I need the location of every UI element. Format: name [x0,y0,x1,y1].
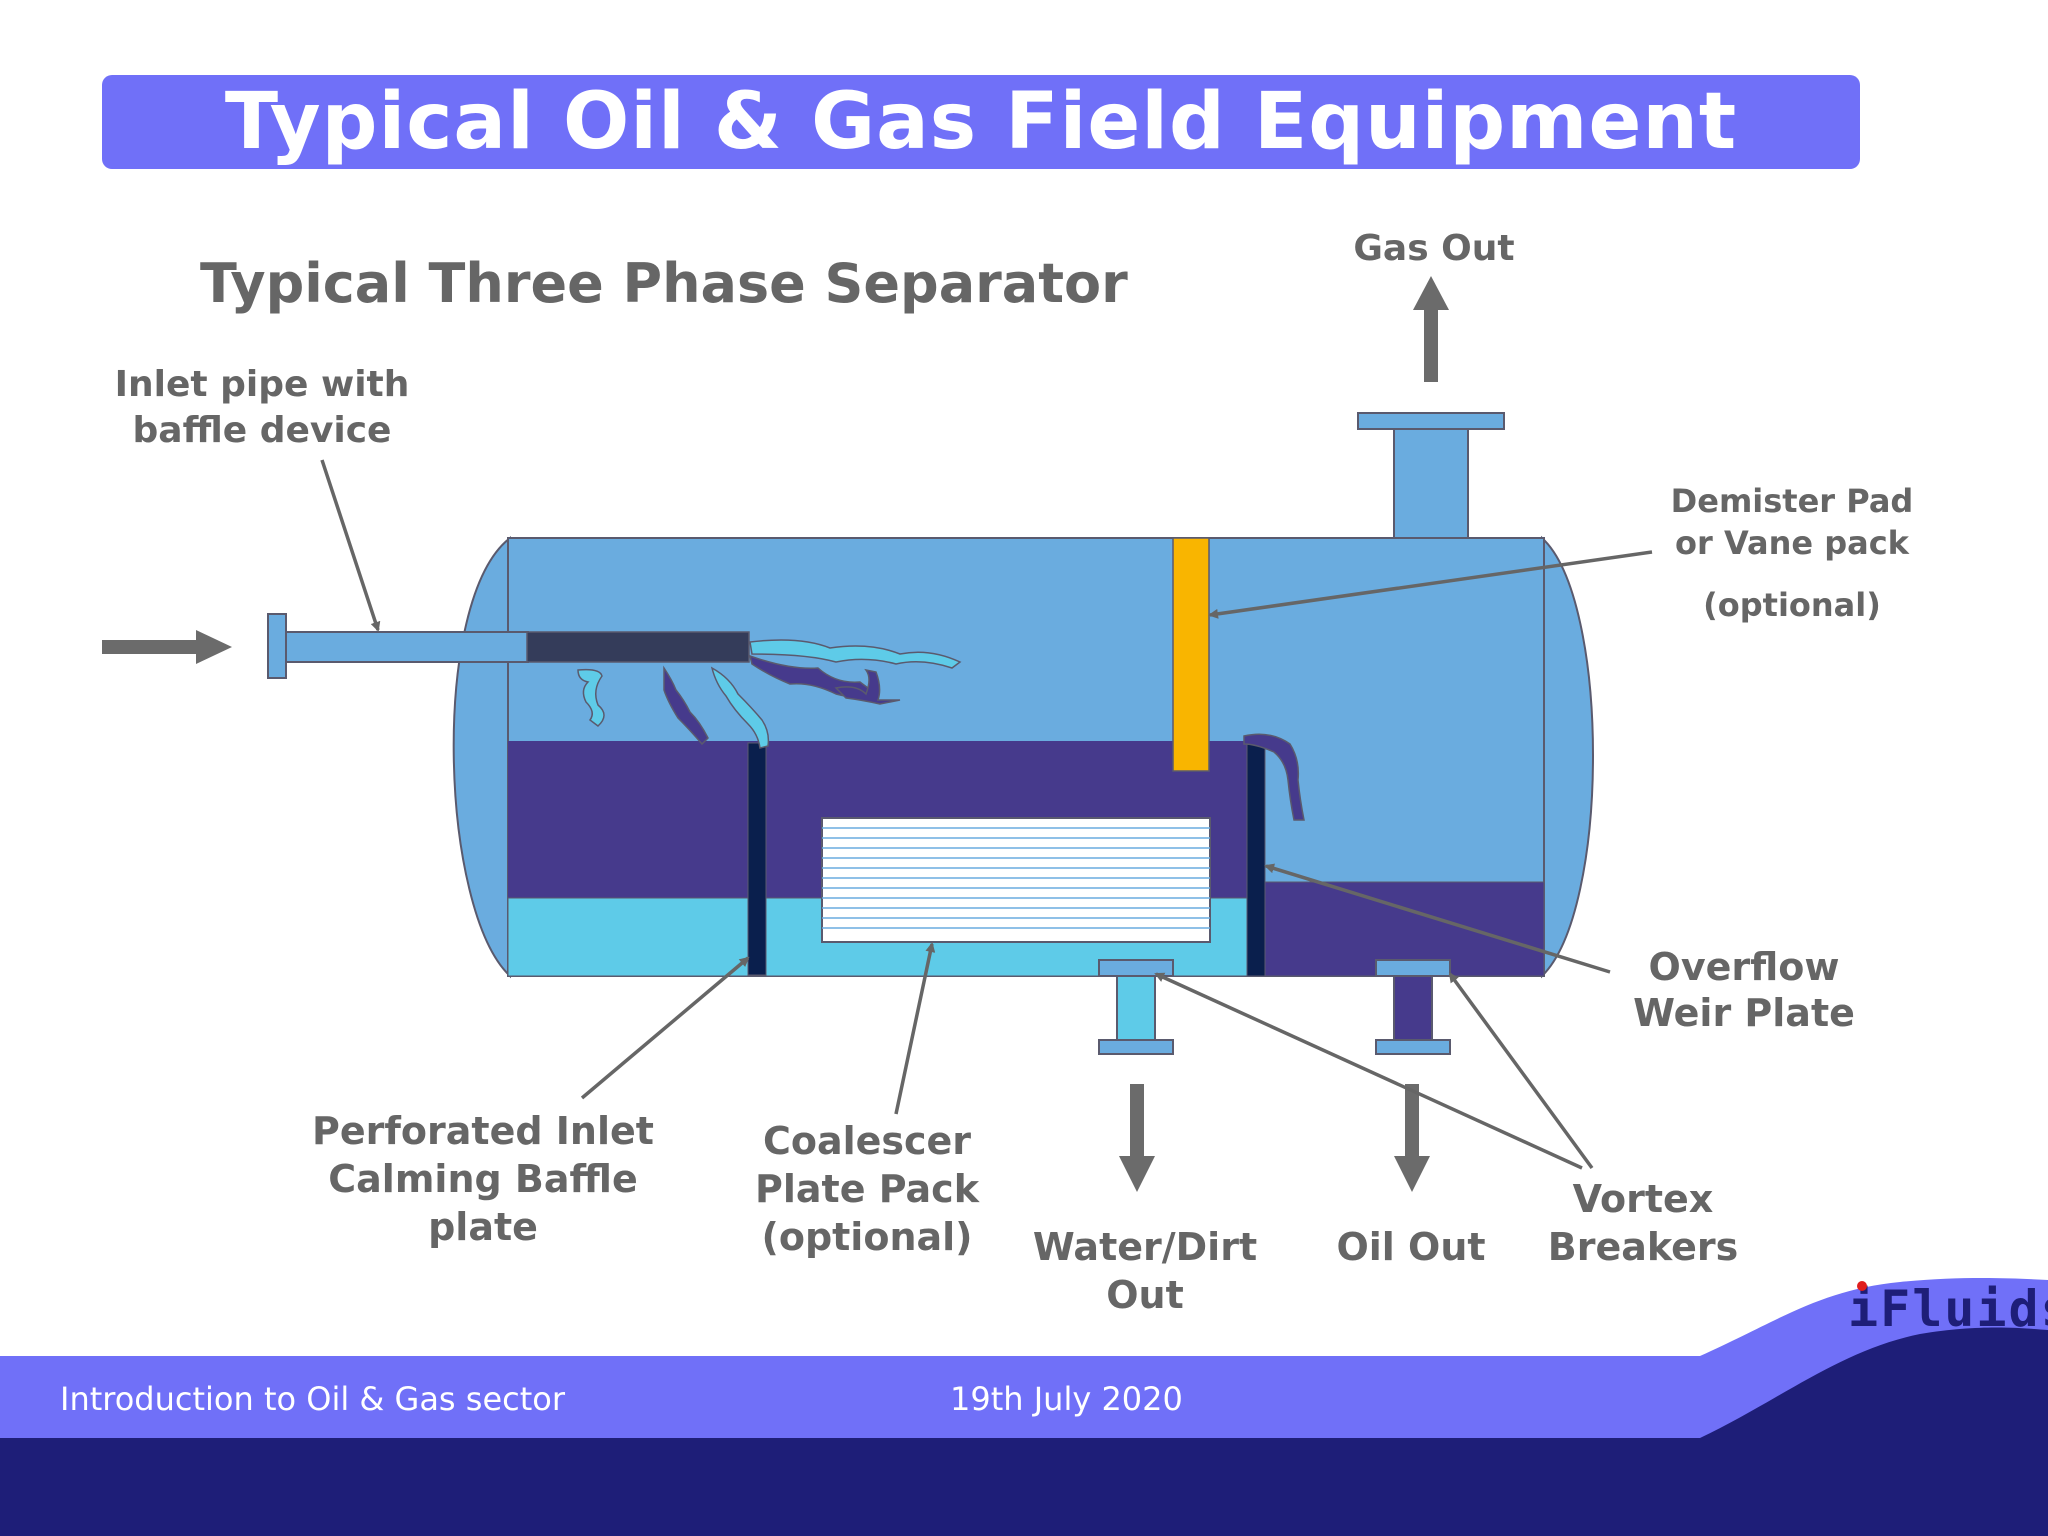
perforated-calming-baffle [747,742,767,976]
logo-dot-icon [1857,1281,1867,1291]
oil-outlet-flange [1375,1039,1451,1055]
vessel-left-head [452,535,511,979]
footer-date: 19th July 2020 [950,1380,1183,1418]
baffle-label-line3: plate [428,1205,538,1249]
vessel-right-head [1541,535,1594,979]
gas-nozzle [1393,427,1469,541]
title-bar: Typical Oil & Gas Field Equipment [102,75,1860,169]
vortex-label-line2: Breakers [1548,1225,1739,1269]
gas-out-label: Gas Out [1353,228,1514,269]
coalescer-leader-line [894,942,936,1115]
inlet-pipe-label-line2: baffle device [133,410,392,451]
inlet-leader-line [320,459,381,632]
water-out-label-line1: Water/Dirt [1033,1225,1257,1269]
water-vortex-breaker [1098,959,1174,977]
demister-leader-line [1208,550,1653,619]
water-out-label-line2: Out [1106,1273,1184,1317]
water-outlet-nozzle [1116,975,1156,1041]
coalescer-label-line2: Plate Pack [755,1167,980,1211]
demister-label-line3: (optional) [1703,586,1881,624]
demister-label-line2: or Vane pack [1675,524,1910,562]
gas-out-arrow [1413,276,1449,382]
demister-label-line1: Demister Pad [1671,482,1914,520]
demister-pad [1172,537,1210,772]
baffle-leader-line [580,956,750,1100]
inlet-pipe-label-line1: Inlet pipe with [115,364,410,405]
water-out-arrow [1119,1084,1155,1192]
diagram-title: Typical Three Phase Separator [200,252,1128,315]
weir-label-line2: Weir Plate [1633,991,1855,1035]
inlet-flow-swirls [577,639,1305,821]
coalescer-plate-pack [821,817,1211,943]
coalescer-label-line3: (optional) [761,1215,972,1259]
weir-label-line1: Overflow [1649,945,1840,989]
inlet-pipe-flange [267,613,287,679]
baffle-label-line1: Perforated Inlet [312,1109,654,1153]
coalescer-label-line1: Coalescer [763,1119,971,1163]
vortex-leader-line-water [1154,972,1583,1170]
oil-out-arrow [1394,1084,1430,1192]
inlet-baffle-device [526,631,750,663]
overflow-weir-plate [1246,739,1266,977]
vortex-leader-line-oil [1448,972,1594,1170]
oil-vortex-breaker [1375,959,1451,977]
inlet-flow-arrow [102,630,232,664]
oil-out-label: Oil Out [1336,1225,1485,1269]
footer-course-title: Introduction to Oil & Gas sector [60,1380,565,1418]
baffle-label-line2: Calming Baffle [328,1157,637,1201]
vortex-label-line1: Vortex [1573,1177,1714,1221]
ifluids-logo: iFluids [1848,1280,2048,1338]
footer-dark-band [0,1327,2048,1536]
slide-title: Typical Oil & Gas Field Equipment [224,77,1738,167]
inlet-pipe [283,631,529,663]
weir-leader-line [1264,863,1611,974]
gas-nozzle-flange [1357,412,1505,430]
water-outlet-flange [1098,1039,1174,1055]
oil-outlet-nozzle [1393,975,1433,1041]
